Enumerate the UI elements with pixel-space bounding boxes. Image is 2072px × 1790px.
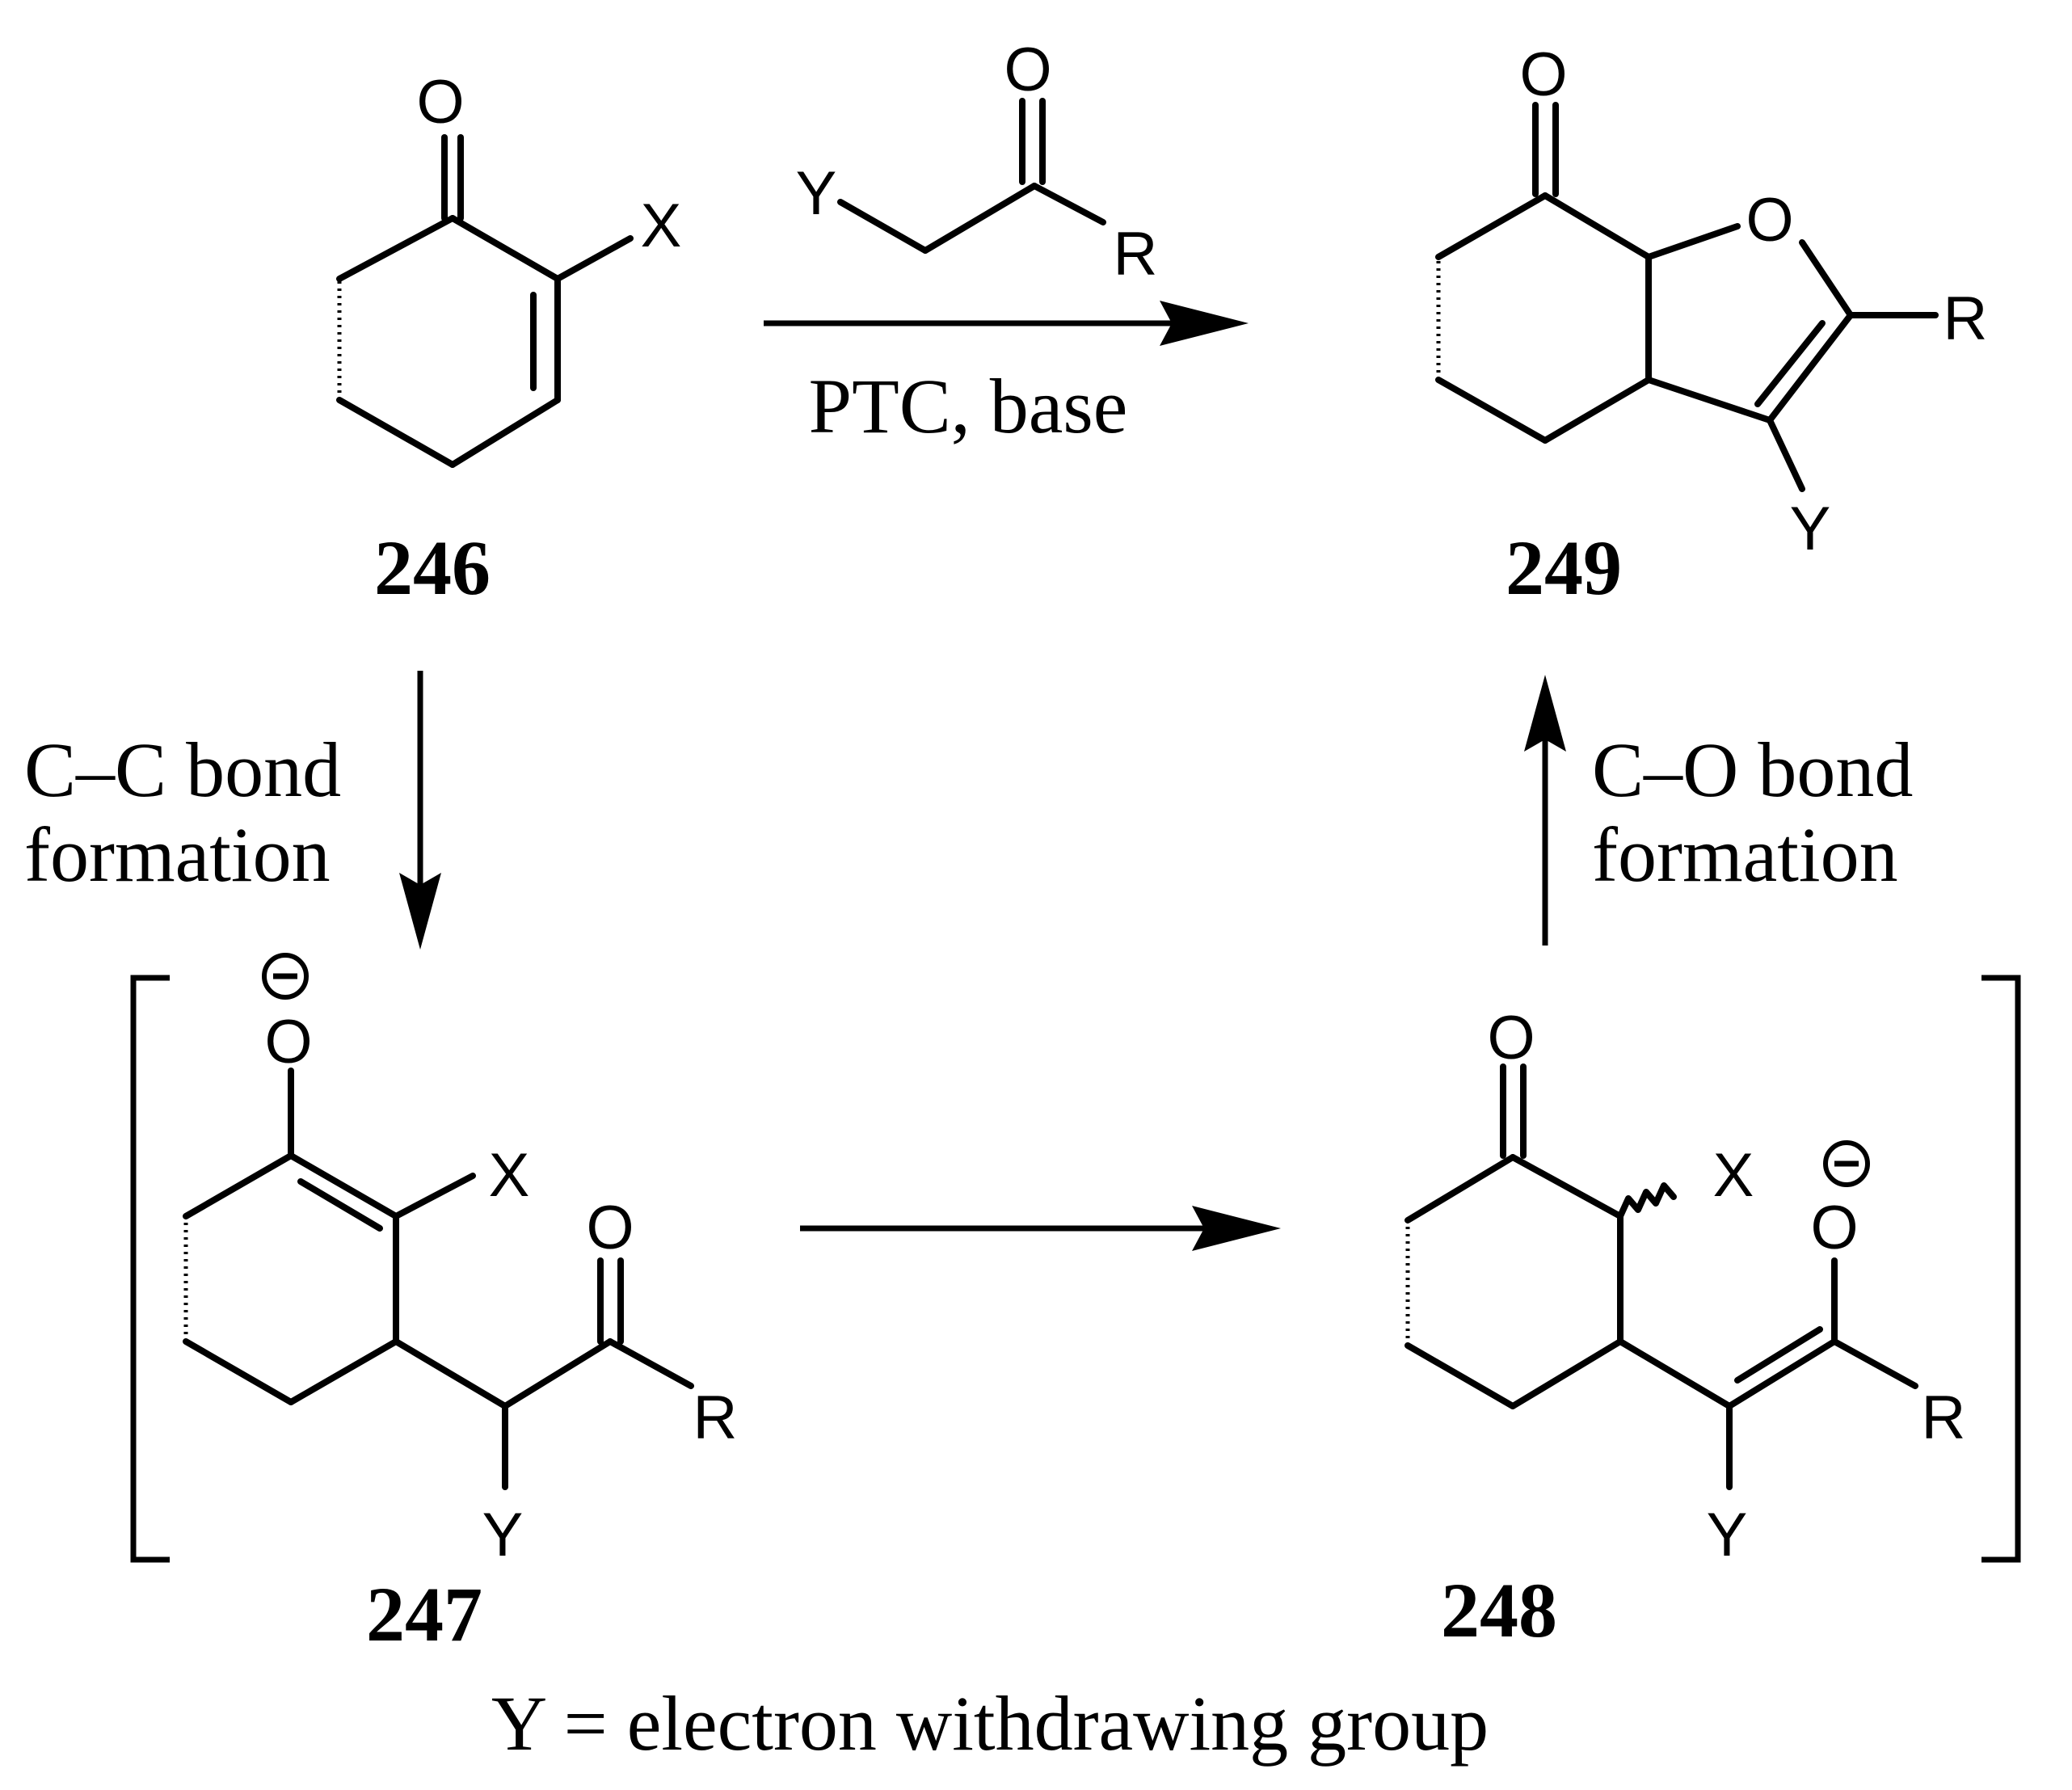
compound-246: O X 246 [336, 68, 682, 611]
negative-charge-icon [1823, 1140, 1870, 1187]
atom-o-keto: O [1487, 1004, 1535, 1072]
bond [1435, 192, 1548, 260]
reaction-conditions: PTC, base [809, 363, 1128, 449]
step-label-cc-line2: formation [24, 811, 331, 898]
bond-ring-o-c [1799, 239, 1854, 318]
bond-double-outer [1767, 312, 1854, 423]
atom-r: R [1922, 1384, 1966, 1452]
compound-248: O X O R Y 248 [1404, 1004, 1966, 1653]
bond [449, 215, 561, 282]
atom-r: R [693, 1384, 738, 1452]
bond [449, 397, 561, 468]
reagent: Y O R [796, 36, 1158, 289]
arrow-246-to-247 [399, 671, 441, 950]
atom-y: Y [1790, 495, 1831, 563]
bond [1542, 377, 1652, 444]
bond-to-y [1767, 417, 1805, 492]
bond-double-inner [297, 1178, 383, 1232]
bond [336, 215, 456, 282]
atom-o: O [1004, 36, 1051, 104]
arrow-head [399, 873, 441, 950]
atom-o-ring: O [1746, 186, 1793, 255]
atom-y: Y [1707, 1501, 1748, 1569]
atom-x: X [1713, 1141, 1754, 1210]
arrow-head [1524, 675, 1566, 752]
bracket-left [130, 975, 170, 1563]
step-label-co-line2: formation [1592, 811, 1898, 898]
bond-double-inner [1734, 1326, 1823, 1384]
bond [393, 1338, 508, 1409]
bond [288, 1338, 399, 1405]
footnote: Y = electron withdrawing group [491, 1680, 1489, 1767]
atom-o: O [416, 68, 464, 137]
bond-to-x [393, 1173, 476, 1219]
atom-o-keto: O [1519, 40, 1567, 109]
negative-charge-icon [262, 953, 309, 1000]
bond [1645, 377, 1773, 423]
arrow-248-to-249 [1524, 675, 1566, 946]
bond-to-ring-o [1645, 223, 1741, 260]
atom-r: R [1944, 284, 1988, 353]
bond [1404, 1154, 1516, 1224]
arrow-246-to-249 [764, 301, 1249, 346]
bond [502, 1338, 613, 1409]
bond-double-outer [288, 1152, 399, 1219]
bond-double-outer [1726, 1338, 1838, 1409]
atom-o-keto: O [586, 1194, 634, 1262]
bond-to-r [1831, 1338, 1918, 1389]
arrow-247-to-248 [800, 1206, 1281, 1251]
atom-y: Y [796, 159, 837, 228]
bond [1404, 1342, 1516, 1409]
compound-label-247: 247 [366, 1571, 482, 1657]
atom-x: X [489, 1141, 530, 1210]
bond-to-x [554, 235, 634, 282]
bond-to-r [607, 1338, 694, 1389]
step-label-cc-line1: C–C bond [24, 727, 341, 813]
bond [1510, 1338, 1623, 1409]
step-label-co-line1: C–O bond [1592, 727, 1913, 813]
arrow-head [1160, 301, 1249, 346]
compound-label-249: 249 [1506, 524, 1622, 611]
bond [336, 397, 456, 468]
compound-label-246: 246 [374, 524, 491, 611]
bond [837, 199, 929, 254]
bond [1542, 192, 1652, 260]
arrow-head [1192, 1206, 1281, 1251]
compound-247: O X O R Y 247 [183, 953, 738, 1657]
bond [1510, 1154, 1623, 1219]
bond-to-r [1031, 183, 1106, 225]
atom-o-anion: O [264, 1008, 312, 1076]
atom-o-anion: O [1810, 1194, 1858, 1262]
bracket-right [1981, 975, 2021, 1563]
bond-wavy-to-x [1617, 1182, 1677, 1219]
bond [1617, 1338, 1733, 1409]
atom-y: Y [482, 1501, 524, 1569]
bond [183, 1152, 294, 1219]
bond [183, 1338, 294, 1405]
bond-double-inner [1754, 320, 1826, 407]
bond [922, 183, 1038, 254]
compound-label-248: 248 [1441, 1567, 1557, 1653]
atom-r: R [1114, 220, 1158, 289]
bond [1435, 377, 1548, 444]
atom-x: X [641, 192, 682, 260]
compound-249: O O R Y 249 [1435, 40, 1988, 611]
